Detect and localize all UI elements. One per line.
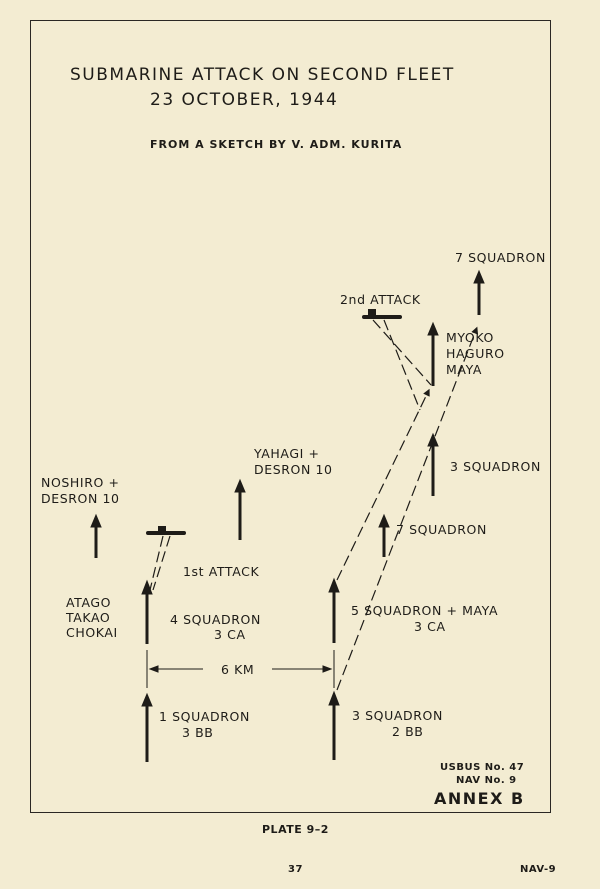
distance-scale bbox=[146, 650, 335, 688]
nav-code: NAV-9 bbox=[520, 864, 557, 875]
label-haguro: HAGURO bbox=[446, 346, 505, 361]
arrow-myoko bbox=[427, 321, 439, 386]
arrow-7-squadron-top bbox=[473, 269, 485, 315]
label-myoko: MYOKO bbox=[446, 330, 494, 345]
formation-arrows bbox=[90, 269, 485, 762]
label-desron-left: DESRON 10 bbox=[41, 491, 120, 506]
label-1-squadron-bb: 3 BB bbox=[182, 725, 214, 740]
ref-usbus: USBUS No. 47 bbox=[440, 762, 525, 773]
label-1st-attack: 1st ATTACK bbox=[183, 564, 260, 579]
submarine-2nd-attack bbox=[362, 309, 402, 319]
arrow-3-squadron-right bbox=[427, 432, 439, 496]
title-line-1: SUBMARINE ATTACK ON SECOND FLEET bbox=[70, 65, 455, 85]
plate-label: PLATE 9–2 bbox=[262, 823, 329, 836]
torpedo-tracks bbox=[149, 319, 479, 691]
title-line-2: 23 OCTOBER, 1944 bbox=[150, 90, 339, 110]
label-5-squadron: 5 SQUADRON + MAYA bbox=[351, 603, 499, 618]
label-atago: ATAGO bbox=[66, 595, 112, 610]
arrow-3-squadron-bottom bbox=[328, 690, 340, 760]
arrow-1-squadron bbox=[141, 692, 153, 762]
label-3-squadron-bottom: 3 SQUADRON bbox=[352, 708, 443, 723]
label-3-squadron-bb: 2 BB bbox=[392, 724, 424, 739]
arrow-noshiro bbox=[90, 513, 102, 558]
label-2nd-attack: 2nd ATTACK bbox=[340, 292, 421, 307]
page-number: 37 bbox=[288, 864, 303, 875]
arrow-4-squadron bbox=[141, 579, 153, 644]
label-noshiro: NOSHIRO + bbox=[41, 475, 120, 490]
label-distance: 6 KM bbox=[221, 662, 255, 677]
label-takao: TAKAO bbox=[66, 610, 111, 625]
label-chokai: CHOKAI bbox=[66, 625, 118, 640]
label-4-squadron-ca: 3 CA bbox=[214, 627, 246, 642]
label-7-squadron-top: 7 SQUADRON bbox=[455, 250, 546, 265]
diagram-frame bbox=[30, 20, 551, 813]
label-5-squadron-ca: 3 CA bbox=[414, 619, 446, 634]
label-desron-center: DESRON 10 bbox=[254, 462, 333, 477]
submarine-1st-attack bbox=[146, 526, 186, 535]
label-1-squadron: 1 SQUADRON bbox=[159, 709, 250, 724]
label-maya-top: MAYA bbox=[446, 362, 482, 377]
arrow-yahagi bbox=[234, 478, 246, 540]
label-3-squadron-right: 3 SQUADRON bbox=[450, 459, 541, 474]
label-7-squadron-mid: 7 SQUADRON bbox=[396, 522, 487, 537]
ref-annex: ANNEX B bbox=[434, 789, 525, 808]
label-4-squadron: 4 SQUADRON bbox=[170, 612, 261, 627]
arrow-7-squadron-mid bbox=[378, 513, 390, 557]
ref-nav: NAV No. 9 bbox=[456, 775, 517, 786]
subtitle: FROM A SKETCH BY V. ADM. KURITA bbox=[150, 138, 403, 151]
label-yahagi: YAHAGI + bbox=[254, 446, 320, 461]
arrow-5-squadron bbox=[328, 577, 340, 643]
